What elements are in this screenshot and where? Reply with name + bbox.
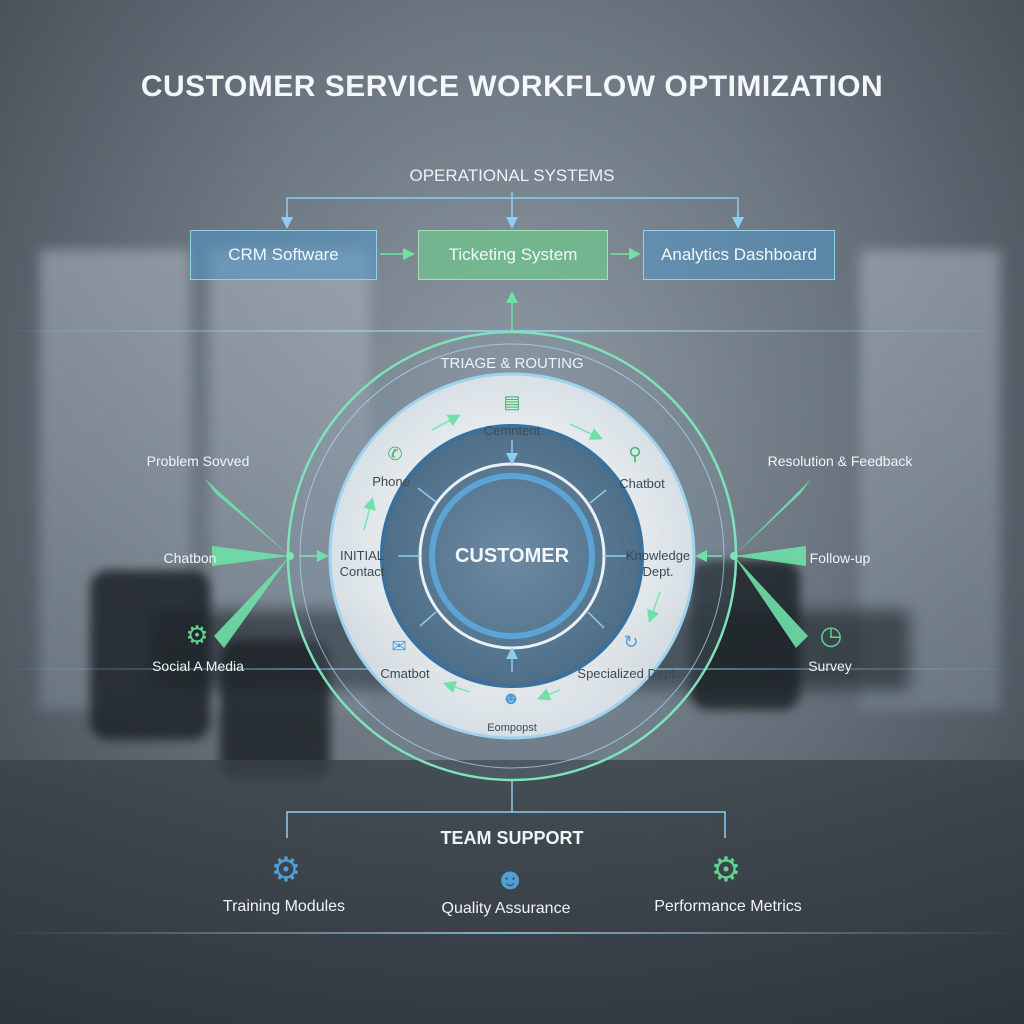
ring-node-top-right: Chatbot xyxy=(619,476,665,491)
triage-routing-label: TRIAGE & ROUTING xyxy=(440,355,584,372)
people-icon: ☻ xyxy=(501,688,521,708)
operational-heading: OPERATIONAL SYSTEMS xyxy=(409,166,615,185)
team-item-quality[interactable]: Quality Assurance xyxy=(441,900,571,917)
phone-icon: ✆ xyxy=(387,444,403,464)
ring-node-top-left: Phone xyxy=(372,474,410,489)
office-chair xyxy=(90,570,210,740)
ring-node-bottom-left: Cmatbot xyxy=(380,666,430,681)
channel-problem-solved: Problem Sovved xyxy=(146,453,250,469)
users-icon: ☻ xyxy=(494,863,526,896)
refresh-icon: ↻ xyxy=(623,632,639,652)
gear-icon: ⚙ xyxy=(185,620,209,650)
outcome-follow-up: Follow-up xyxy=(809,550,871,566)
customer-center-label: CUSTOMER xyxy=(454,545,570,567)
analytics-dashboard-box[interactable]: Analytics Dashboard xyxy=(643,230,835,280)
clock-icon: ◷ xyxy=(819,620,843,650)
team-support-heading: TEAM SUPPORT xyxy=(440,828,584,848)
ticketing-system-box[interactable]: Ticketing System xyxy=(418,230,608,280)
operational-connectors xyxy=(281,192,744,330)
right-fan xyxy=(734,478,812,648)
ring-node-bottom: Eompopst xyxy=(487,722,537,734)
page-title: CUSTOMER SERVICE WORKFLOW OPTIMIZATION xyxy=(140,70,884,103)
team-item-training[interactable]: Training Modules xyxy=(222,898,346,915)
team-connectors xyxy=(286,780,726,838)
envelope-icon: ✉ xyxy=(391,636,407,656)
left-fan xyxy=(204,478,290,648)
outcome-resolution-feedback: Resolution & Feedback xyxy=(767,453,913,469)
crm-software-box[interactable]: CRM Software xyxy=(190,230,377,280)
light-streak xyxy=(0,932,1024,934)
channel-social-media: Social A Media xyxy=(152,658,244,674)
search-icon: ⚲ xyxy=(628,444,642,464)
ring-node-right: Knowledge Dept. xyxy=(625,548,691,579)
channel-chatbot: Chatbon xyxy=(163,550,217,566)
training-gear-icon: ⚙ xyxy=(270,851,302,889)
document-icon: ▤ xyxy=(503,392,521,412)
ring-node-left: INITIAL Contact xyxy=(339,548,385,579)
team-item-performance[interactable]: Performance Metrics xyxy=(654,898,802,915)
ring-node-top: Cemntent xyxy=(483,423,541,438)
outcome-survey: Survey xyxy=(808,658,852,674)
office-chair xyxy=(220,640,330,780)
team-gear-icon: ⚙ xyxy=(710,851,742,889)
ring-node-bottom-right: Specialized Dept. xyxy=(577,666,679,681)
